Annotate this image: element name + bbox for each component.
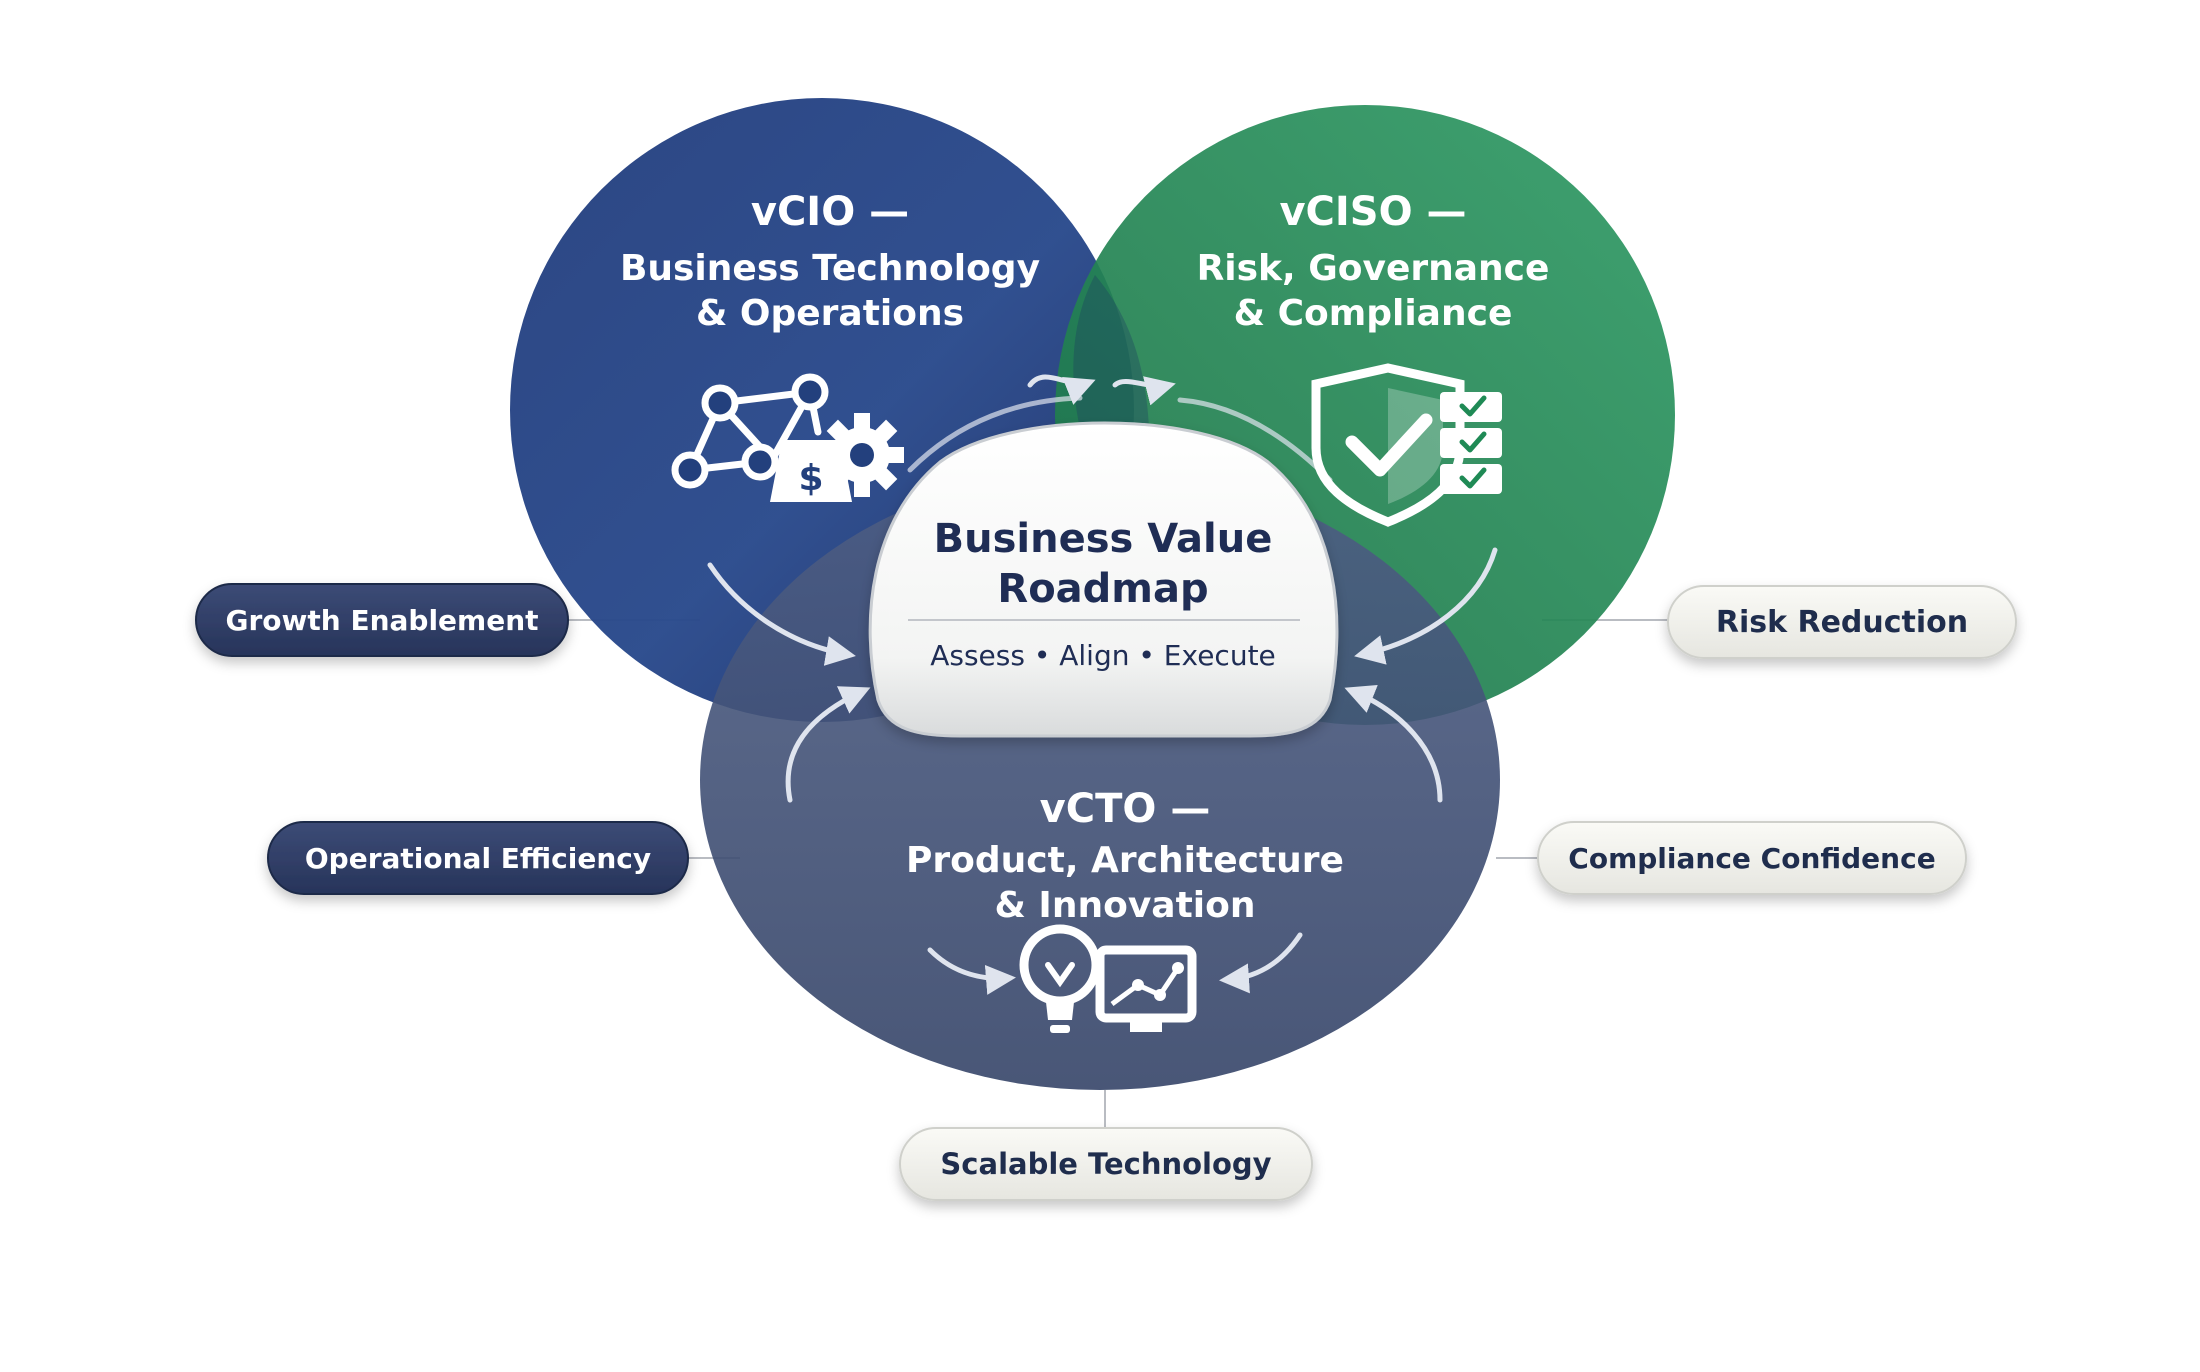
roadmap-title-line2: Roadmap [997,566,1208,612]
vcto-title-line3: & Innovation [995,885,1256,926]
vciso-title-line3: & Compliance [1234,293,1513,334]
outcome-risk-label: Risk Reduction [1716,605,1968,640]
outcome-compliance-confidence [1537,821,1967,895]
outcome-scalable-label: Scalable Technology [940,1147,1271,1181]
outcome-operational-label: Operational Efficiency [305,842,651,875]
outcome-operational-efficiency [267,821,689,895]
vcio-title: vCIO — Business Technology & Operations [620,189,1040,334]
outcome-risk-reduction [1667,585,2017,659]
vcto-title-line2: Product, Architecture [906,840,1344,881]
roadmap-title-line1: Business Value [934,516,1273,562]
outcome-compliance-label: Compliance Confidence [1568,842,1935,875]
vcio-title-line3: & Operations [696,293,964,334]
roadmap-subtitle: Assess • Align • Execute [930,639,1276,672]
vcto-title-line1: vCTO — [1040,786,1211,832]
outcome-scalable-technology [899,1127,1313,1201]
svg-text:$: $ [798,458,823,499]
outcome-growth-enablement [195,583,569,657]
outcome-growth-label: Growth Enablement [225,604,538,637]
network-dollar-gear-icon: $ [671,373,904,502]
shield-checklist-icon [1311,363,1502,527]
lightbulb-monitor-icon [1019,924,1197,1033]
vcio-title-line1: vCIO — [751,189,909,235]
vciso-title-line1: vCISO — [1279,189,1466,235]
vcto-title: vCTO — Product, Architecture & Innovatio… [906,786,1344,926]
vcio-title-line2: Business Technology [620,248,1040,289]
business-value-roadmap [868,421,1339,738]
flow-arrows [707,374,1498,995]
vciso-title-line2: Risk, Governance [1197,248,1550,289]
vciso-title: vCISO — Risk, Governance & Compliance [1197,189,1550,334]
